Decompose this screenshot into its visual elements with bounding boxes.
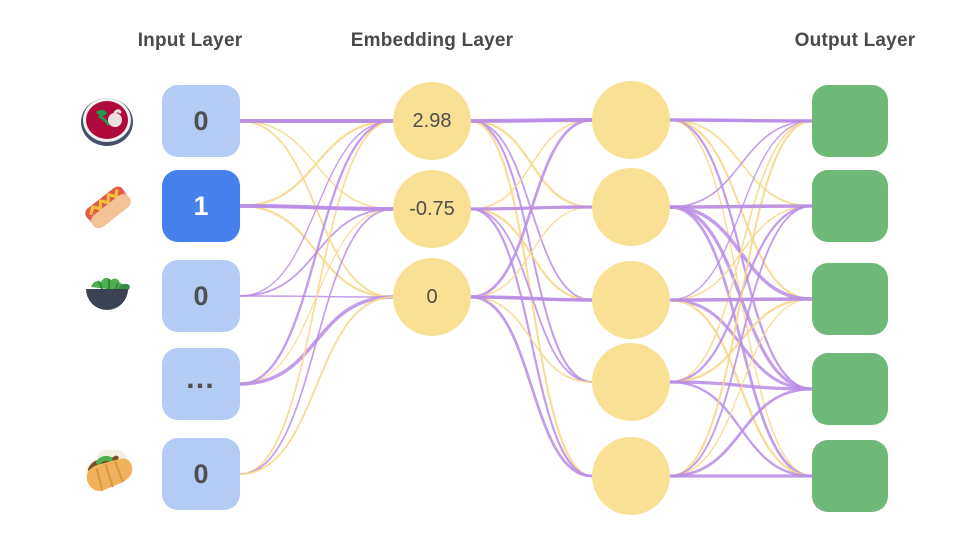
output-node-4[interactable] [812, 440, 888, 512]
output-node-0[interactable] [812, 85, 888, 157]
steak-icon [76, 90, 138, 152]
embedding-node-2[interactable]: 0 [393, 258, 471, 336]
green-salad-icon [76, 265, 138, 327]
burrito-icon [76, 440, 138, 502]
embedding-node-1[interactable]: -0.75 [393, 170, 471, 248]
hidden-node-3[interactable] [592, 343, 670, 421]
heading-input-layer: Input Layer [137, 30, 243, 51]
output-node-1[interactable] [812, 170, 888, 242]
input-node-4[interactable]: 0 [162, 438, 240, 510]
heading-output-layer: Output Layer [794, 30, 916, 51]
input-node-0[interactable]: 0 [162, 85, 240, 157]
embedding-node-0[interactable]: 2.98 [393, 82, 471, 160]
hidden-node-4[interactable] [592, 437, 670, 515]
hidden-node-2[interactable] [592, 261, 670, 339]
heading-embedding-layer: Embedding Layer [350, 30, 514, 51]
hidden-node-1[interactable] [592, 168, 670, 246]
output-node-2[interactable] [812, 263, 888, 335]
input-node-2[interactable]: 0 [162, 260, 240, 332]
hidden-node-0[interactable] [592, 81, 670, 159]
output-node-3[interactable] [812, 353, 888, 425]
hot-dog-icon [76, 175, 138, 237]
input-node-1[interactable]: 1 [162, 170, 240, 242]
input-node-ellipsis[interactable]: … [162, 348, 240, 420]
